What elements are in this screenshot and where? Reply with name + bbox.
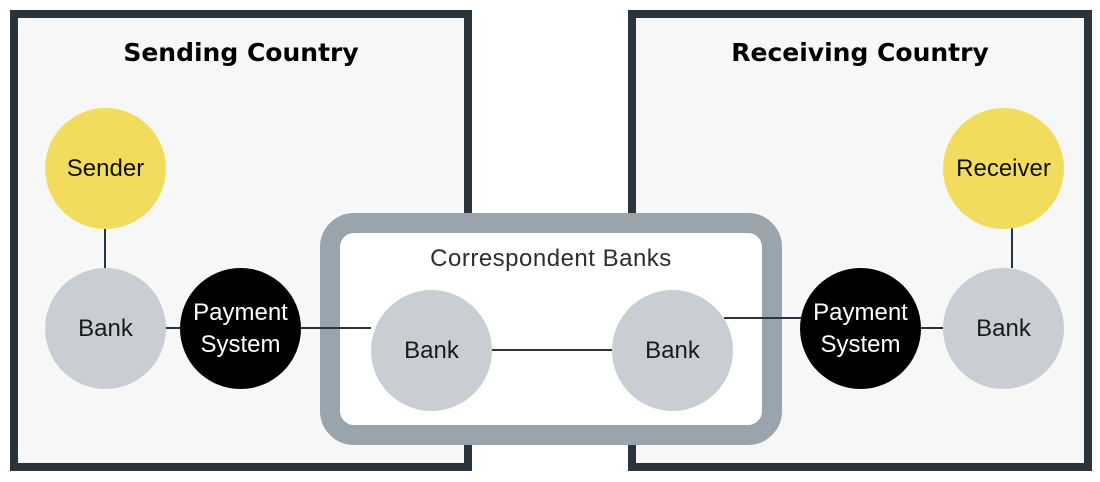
correspondent-banks-title: Correspondent Banks: [430, 245, 672, 272]
receiving-country-title: Receiving Country: [731, 38, 989, 67]
correspondent-bank-left-node: Bank: [371, 290, 492, 411]
sending-country-title: Sending Country: [123, 38, 359, 67]
sending-bank-node: Bank: [45, 268, 166, 389]
sending-bank-label: Bank: [78, 314, 133, 342]
receiving-bank-node: Bank: [943, 268, 1064, 389]
correspondent-bank-right-node: Bank: [612, 290, 733, 411]
receiving-payment-system-node: Payment System: [800, 268, 921, 389]
sending-payment-system-node: Payment System: [180, 268, 301, 389]
sending-payment-system-label-line2: System: [200, 330, 281, 358]
correspondent-bank-left-label: Bank: [404, 336, 459, 364]
correspondent-bank-right-label: Bank: [645, 336, 700, 364]
sender-label: Sender: [66, 154, 145, 182]
receiving-bank-label: Bank: [976, 314, 1031, 342]
receiving-payment-system-label-line2: System: [820, 330, 901, 358]
receiving-payment-system-label-line1: Payment: [813, 299, 908, 327]
sender-node: Sender: [45, 108, 166, 229]
receiver-node: Receiver: [943, 108, 1064, 229]
receiver-label: Receiver: [956, 154, 1051, 182]
sending-payment-system-label-line1: Payment: [193, 299, 288, 327]
